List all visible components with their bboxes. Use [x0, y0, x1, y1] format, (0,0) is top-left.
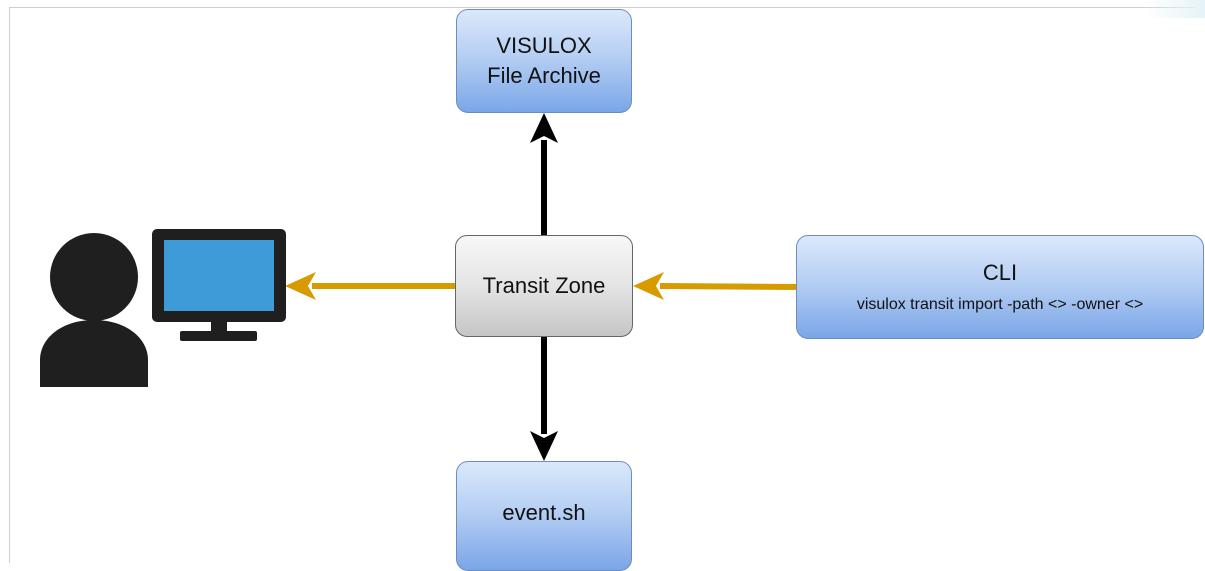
cli-node: CLI visulox transit import -path <> -own… [796, 235, 1204, 339]
arrow-transit-to-archive [530, 113, 558, 235]
arrow-cli-to-transit [633, 272, 797, 300]
corner-decoration [1145, 0, 1205, 18]
transit-zone-label: Transit Zone [482, 273, 606, 298]
cli-title: CLI [982, 260, 1018, 285]
frame-border-top [9, 7, 1197, 8]
archive-node: VISULOX File Archive [456, 9, 632, 113]
user-silhouette-icon [40, 233, 148, 387]
event-script-node: event.sh [456, 461, 632, 571]
event-script-label: event.sh [502, 500, 586, 525]
arrow-transit-to-event [530, 337, 558, 461]
archive-subtitle: File Archive [487, 63, 601, 88]
frame-border-left [9, 7, 10, 563]
transit-zone-node: Transit Zone [455, 235, 633, 337]
cli-command: visulox transit import -path <> -owner <… [856, 296, 1144, 313]
archive-title: VISULOX [496, 33, 592, 58]
computer-monitor-icon [152, 229, 286, 341]
arrow-transit-to-user [285, 272, 455, 300]
